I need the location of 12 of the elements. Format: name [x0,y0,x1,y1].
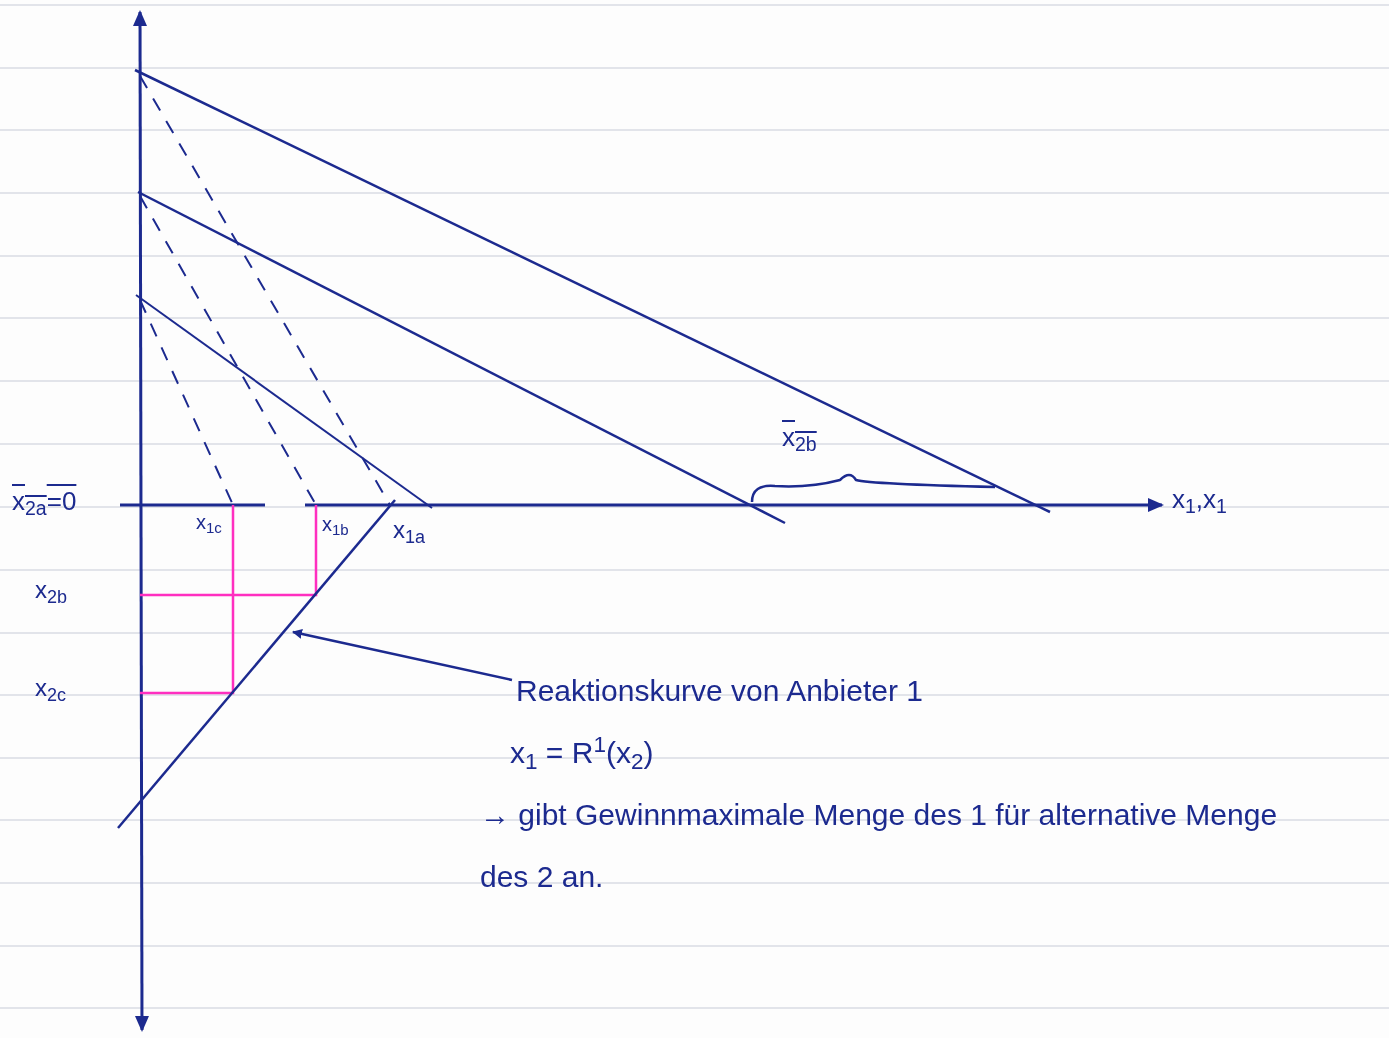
axis-label: x$_{2a}$=0 [12,488,77,514]
axis-label: x$_{1b}$ [322,514,349,534]
annotation-text: x$_{1}$ = R$^{1}$(x$_{2}$) [510,730,655,776]
annotation-text: → gibt Gewinnmaximale Menge des 1 für alternative Menge des 2 an. [480,797,1279,895]
axis-label: x$_{2b}$ [782,424,817,450]
axis-label: x$_{1c}$ [196,512,222,532]
axis-label: x$_{2b}$ [35,578,68,602]
annotation-text: Reaktionskurve von Anbieter 1 [516,673,924,709]
axis-label: x$_{1a}$ [393,518,426,542]
leader-line [292,629,513,682]
axis-label: x$_{1}$,x$_{1}$ [1172,486,1227,512]
axis-label: x$_{2c}$ [35,676,66,700]
